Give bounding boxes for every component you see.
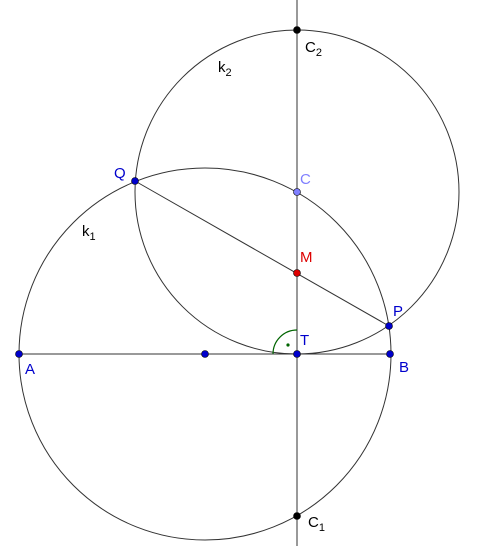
- label-P: P: [393, 303, 403, 320]
- label-B: B: [399, 359, 409, 376]
- point-C2: [293, 26, 301, 34]
- point-M: [293, 269, 301, 277]
- label-Q: Q: [114, 165, 126, 182]
- label-T: T: [300, 332, 309, 349]
- label-C2-base: C: [305, 39, 316, 56]
- label-A: A: [25, 361, 35, 378]
- point-B: [386, 350, 394, 358]
- right-angle-dot: [286, 343, 290, 347]
- label-C1-sub: 1: [319, 522, 325, 534]
- point-center-k1: [201, 350, 209, 358]
- label-k2-sub: 2: [226, 67, 232, 79]
- label-C1-base: C: [308, 514, 319, 531]
- label-k2-base: k: [218, 59, 226, 76]
- label-C1: C1: [308, 514, 325, 534]
- right-angle-arc: [272, 329, 298, 355]
- label-C2-sub: 2: [316, 47, 322, 59]
- label-C2: C2: [305, 39, 322, 59]
- label-k2: k2: [218, 59, 232, 79]
- label-C: C: [300, 171, 311, 188]
- point-C1: [293, 512, 301, 520]
- label-k1: k1: [82, 223, 96, 243]
- point-T: [293, 350, 301, 358]
- label-M: M: [300, 249, 313, 266]
- point-A: [15, 350, 23, 358]
- point-P: [385, 322, 393, 330]
- label-k1-base: k: [82, 223, 90, 240]
- point-C: [293, 188, 301, 196]
- point-Q: [131, 177, 139, 185]
- label-k1-sub: 1: [90, 231, 96, 243]
- segment-QP: [134, 180, 390, 327]
